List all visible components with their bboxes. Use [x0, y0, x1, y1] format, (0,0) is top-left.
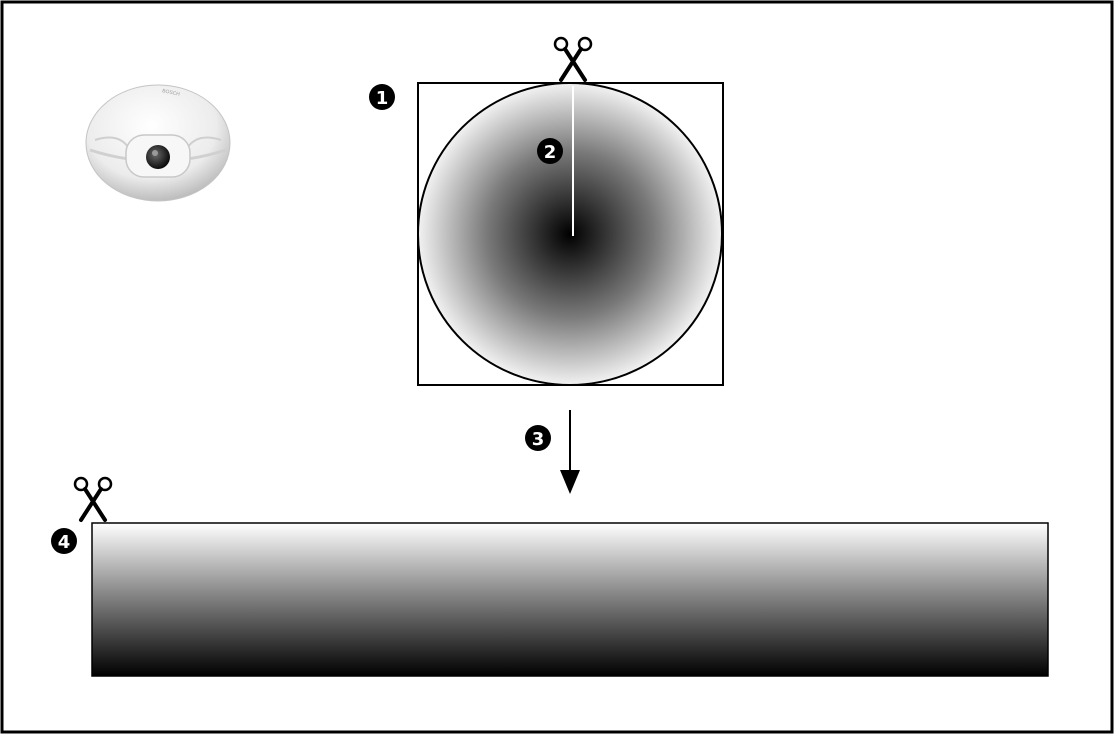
svg-text:2: 2: [544, 142, 557, 163]
camera-lens: [146, 145, 170, 169]
svg-text:1: 1: [376, 88, 389, 109]
panoramic-image: [91, 522, 1049, 677]
callout-3: 3: [525, 425, 551, 451]
callout-4: 4: [51, 528, 77, 554]
callout-1: 1: [369, 84, 395, 110]
svg-text:4: 4: [58, 532, 71, 553]
fisheye-circle: [417, 82, 723, 386]
circular-fisheye-image: [417, 82, 724, 386]
panoramic-camera-illustration: BOSCH: [85, 84, 231, 202]
camera-brand-text: BOSCH: [162, 88, 181, 98]
svg-text:3: 3: [532, 429, 545, 450]
scissors-icon: [553, 36, 593, 82]
callout-2: 2: [537, 138, 563, 164]
dewarp-arrow: [560, 410, 580, 494]
scissors-icon: [73, 476, 113, 522]
